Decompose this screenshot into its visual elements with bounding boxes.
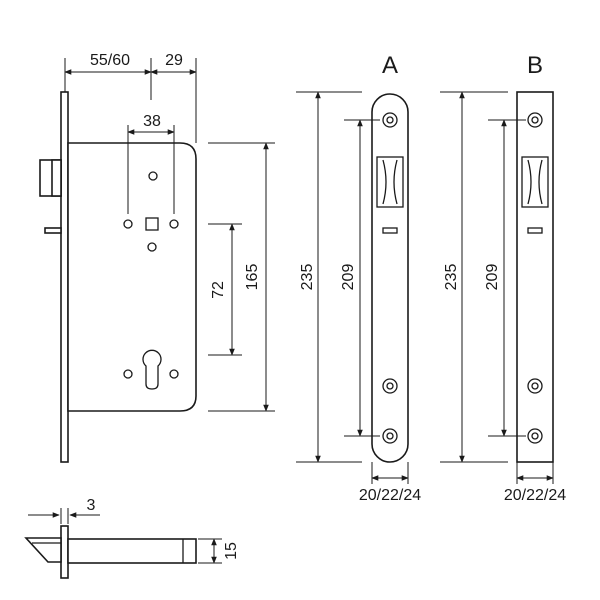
strike-b-label: B <box>527 52 543 79</box>
strike-plate-a <box>371 93 409 463</box>
strike-plate-b-view: B 235 209 20/22/24 <box>440 52 566 504</box>
lower-hole <box>147 242 157 252</box>
side-case <box>67 538 197 564</box>
spindle-square <box>145 217 159 231</box>
latch-notch <box>51 159 62 197</box>
strike-a-hole-span-label: 209 <box>340 264 357 291</box>
cylinder-screw-right <box>169 369 179 379</box>
strike-b-hole-span-label: 209 <box>484 264 501 291</box>
side-height-label: 15 <box>223 542 240 560</box>
cylinder-screw-left <box>123 369 133 379</box>
strike-b-height-label: 235 <box>443 264 460 291</box>
faceplate <box>60 91 69 463</box>
case-height-label: 165 <box>244 264 261 291</box>
strike-a-width-label: 20/22/24 <box>359 487 421 504</box>
cylinder-cutout <box>142 349 162 390</box>
side-latch <box>24 537 62 563</box>
side-thickness-label: 3 <box>87 497 96 514</box>
strike-a-height-label: 235 <box>299 264 316 291</box>
lock-case <box>67 142 197 412</box>
side-faceplate <box>60 525 69 579</box>
front-view: 55/60 29 38 72 165 <box>39 52 275 463</box>
upper-hole <box>148 171 158 181</box>
strike-b-width-label: 20/22/24 <box>504 487 566 504</box>
strike-plate-a-view: A 235 209 20/22/24 <box>296 52 421 504</box>
backset-label: 55/60 <box>90 52 130 69</box>
hole-spacing-label: 38 <box>143 113 161 130</box>
handle-to-cylinder-label: 72 <box>210 281 227 299</box>
side-view: 3 15 <box>24 497 240 579</box>
strike-plate-b <box>516 91 554 463</box>
strike-a-label: A <box>382 52 398 79</box>
auxiliary-bolt <box>44 227 62 234</box>
face-to-edge-label: 29 <box>165 52 183 69</box>
handle-screw-right <box>169 219 179 229</box>
handle-screw-left <box>123 219 133 229</box>
